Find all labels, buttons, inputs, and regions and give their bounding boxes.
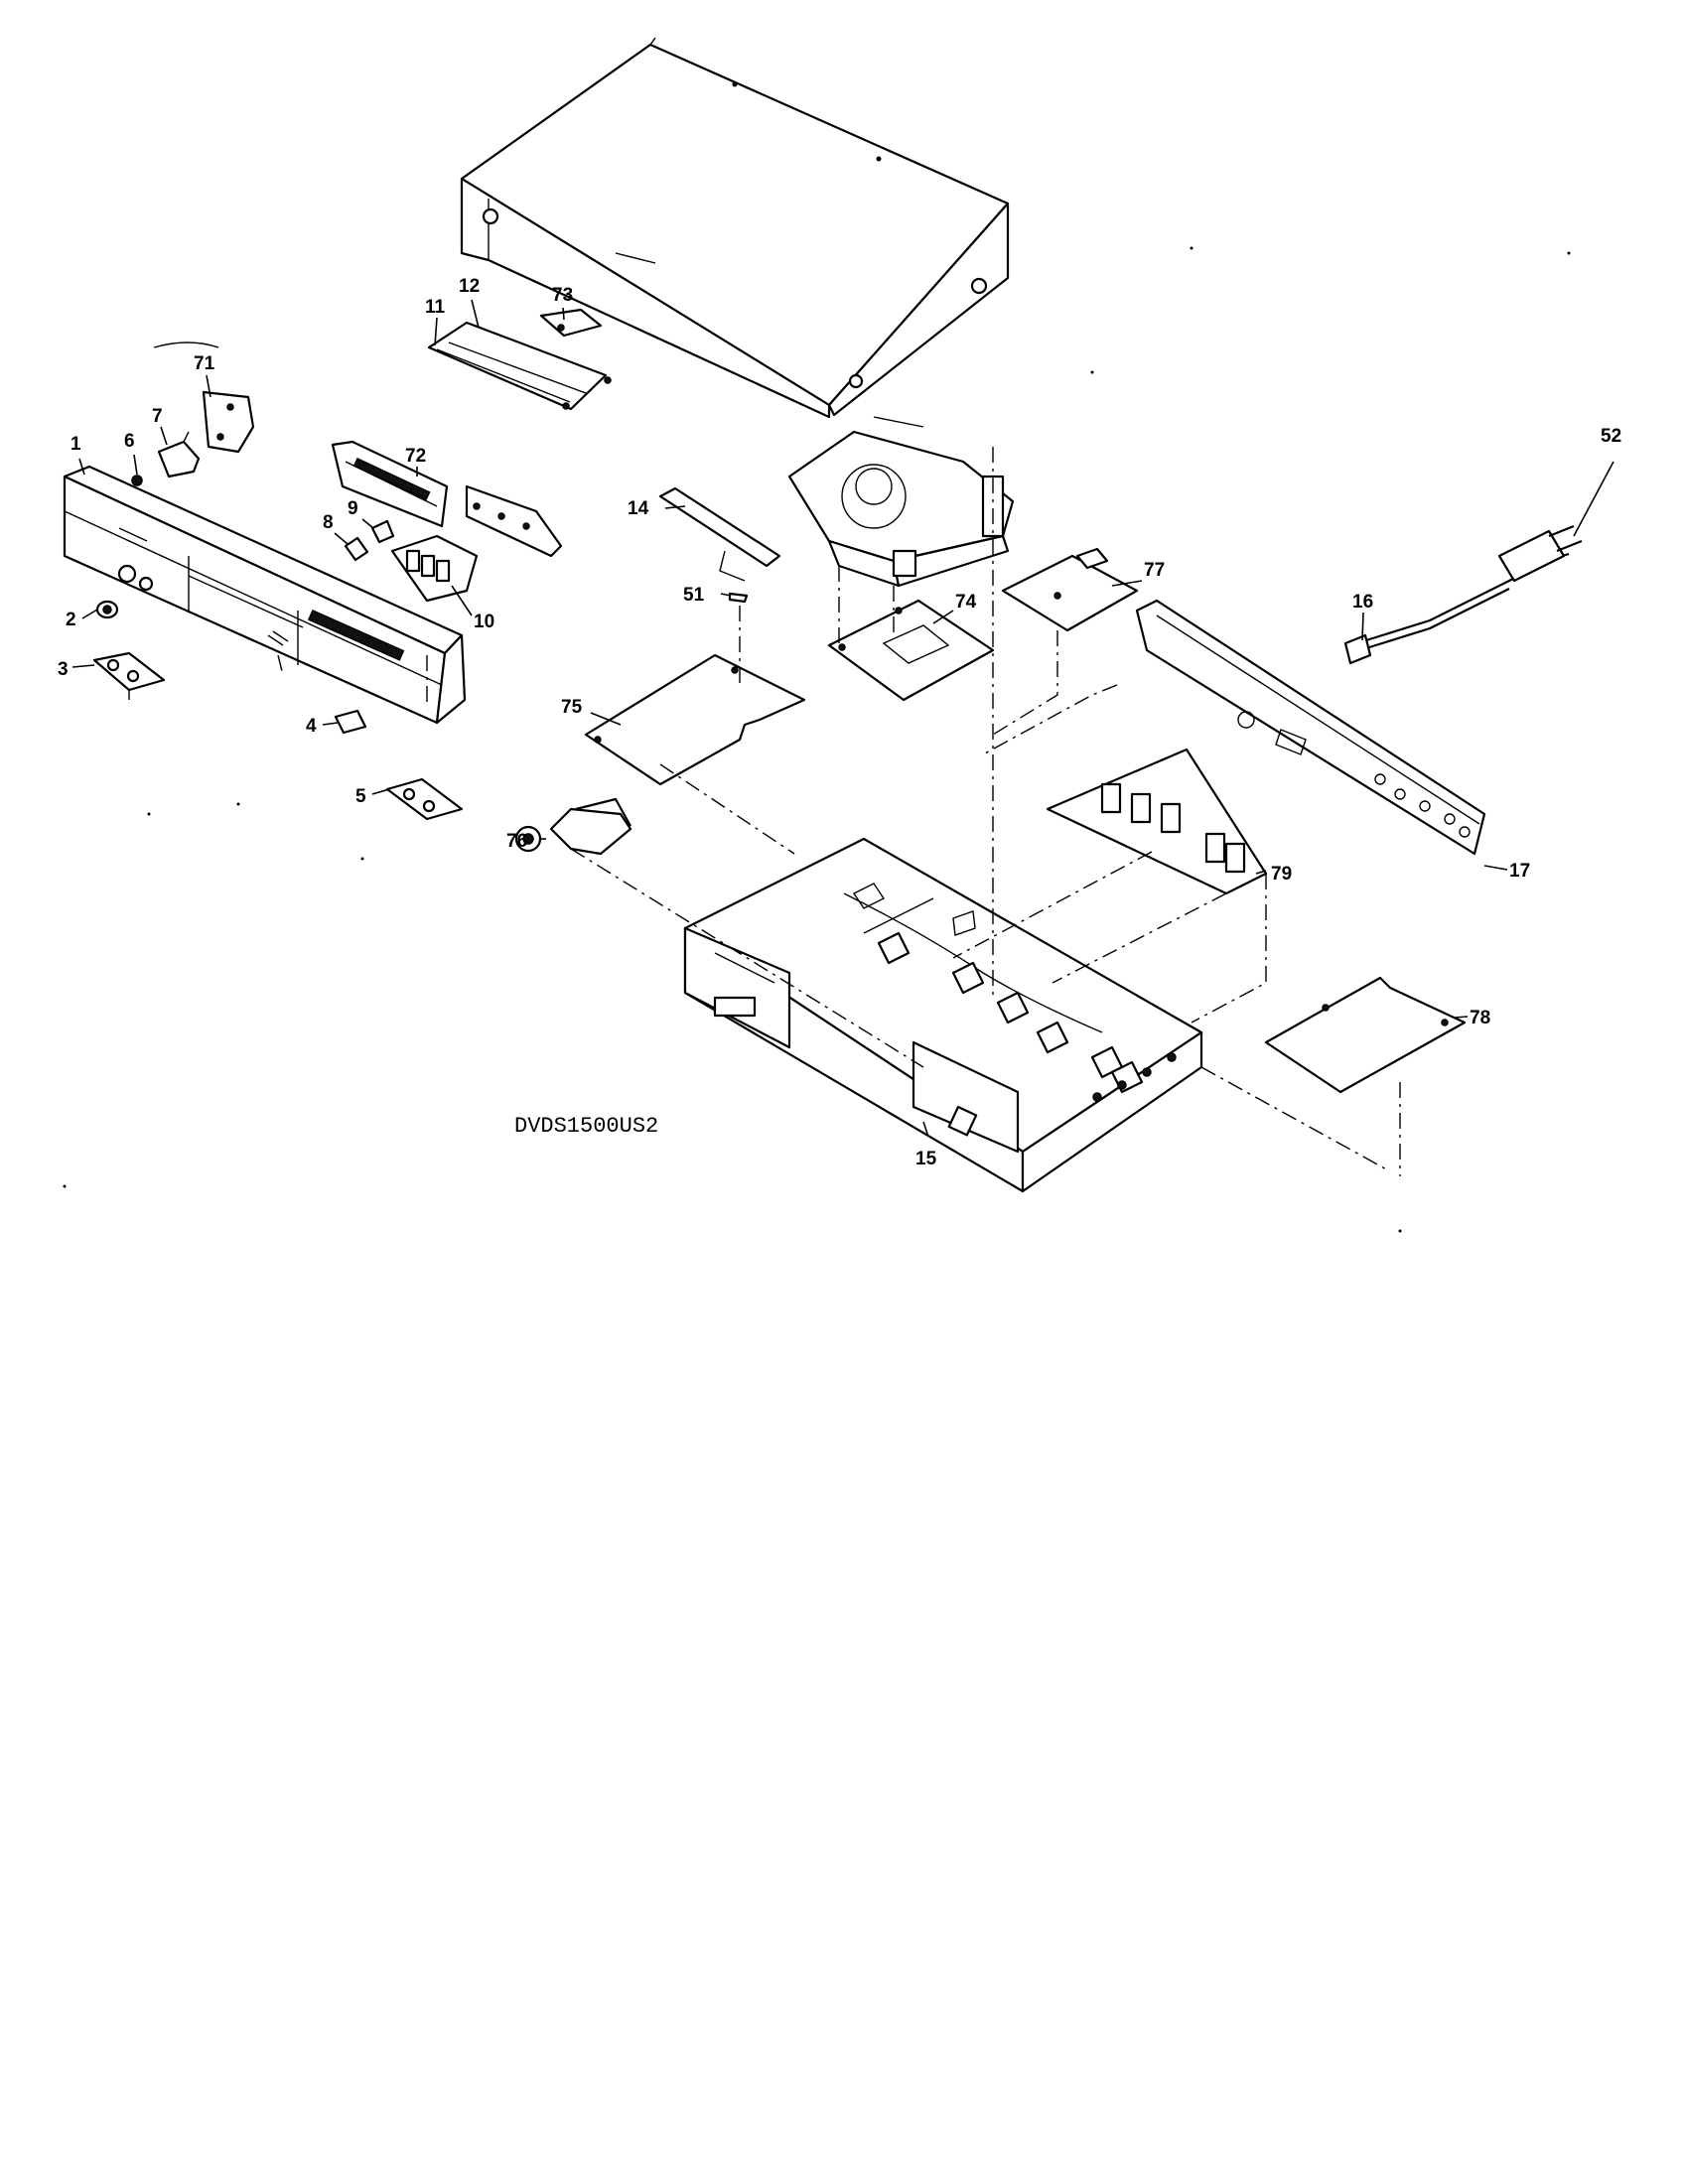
part-6-7-switch bbox=[131, 431, 201, 486]
part-4-button bbox=[334, 709, 367, 735]
callout-72: 72 bbox=[405, 446, 426, 467]
callout-12: 12 bbox=[459, 276, 480, 297]
part-51-screw bbox=[728, 592, 749, 604]
callout-75: 75 bbox=[561, 697, 583, 718]
callout-17: 17 bbox=[1509, 861, 1530, 882]
part-8-9-switches bbox=[344, 519, 395, 562]
callout-4: 4 bbox=[306, 716, 317, 737]
callout-3: 3 bbox=[58, 659, 69, 680]
leader-lines bbox=[71, 299, 1614, 1138]
part-2-knob bbox=[95, 600, 119, 619]
callout-78: 78 bbox=[1470, 1008, 1490, 1028]
part-14-tray-trim bbox=[658, 486, 781, 582]
callout-2: 2 bbox=[66, 610, 76, 630]
assembly-guide-lines bbox=[128, 447, 1401, 1176]
part-72-display bbox=[331, 440, 449, 528]
part-17-rear-panel bbox=[1135, 599, 1486, 856]
callout-7: 7 bbox=[152, 406, 163, 427]
part-79-board bbox=[1046, 748, 1268, 895]
disc-loader-mechanism bbox=[787, 416, 1015, 588]
callout-51: 51 bbox=[683, 585, 705, 606]
callout-76: 76 bbox=[506, 831, 527, 852]
callout-labels: 1 2 3 4 5 6 7 8 9 10 11 12 14 15 16 17 5… bbox=[58, 276, 1621, 1169]
callout-5: 5 bbox=[355, 786, 366, 807]
callout-10: 10 bbox=[474, 612, 494, 632]
part-71-board bbox=[153, 341, 255, 454]
callout-1: 1 bbox=[70, 434, 81, 455]
top-cover bbox=[460, 37, 1010, 419]
part-5-button-panel bbox=[385, 777, 464, 821]
front-bracket-assembly bbox=[427, 308, 612, 411]
callout-16: 16 bbox=[1352, 592, 1373, 613]
part-75-board bbox=[584, 653, 806, 786]
callout-9: 9 bbox=[348, 498, 358, 519]
part-10-bracket bbox=[390, 484, 563, 603]
callout-74: 74 bbox=[955, 592, 977, 613]
part-3-button-panel bbox=[92, 651, 166, 692]
part-16-52-power-cord bbox=[1343, 524, 1583, 665]
scan-specks bbox=[63, 246, 1571, 1233]
main-chassis bbox=[683, 837, 1203, 1193]
part-77-board bbox=[1001, 547, 1139, 632]
front-panel bbox=[63, 465, 467, 725]
callout-15: 15 bbox=[915, 1149, 937, 1169]
callout-71: 71 bbox=[194, 353, 215, 374]
callout-11: 11 bbox=[425, 297, 446, 318]
callout-52: 52 bbox=[1601, 426, 1621, 447]
part-78-board bbox=[1264, 976, 1467, 1094]
model-code: DVDS1500US2 bbox=[514, 1114, 658, 1139]
callout-8: 8 bbox=[323, 512, 334, 533]
part-74-board bbox=[827, 599, 995, 702]
callout-6: 6 bbox=[124, 431, 135, 452]
callout-14: 14 bbox=[628, 498, 649, 519]
callout-77: 77 bbox=[1144, 560, 1165, 581]
callout-73: 73 bbox=[552, 285, 573, 306]
part-76-board bbox=[514, 797, 632, 856]
callout-79: 79 bbox=[1271, 864, 1292, 885]
